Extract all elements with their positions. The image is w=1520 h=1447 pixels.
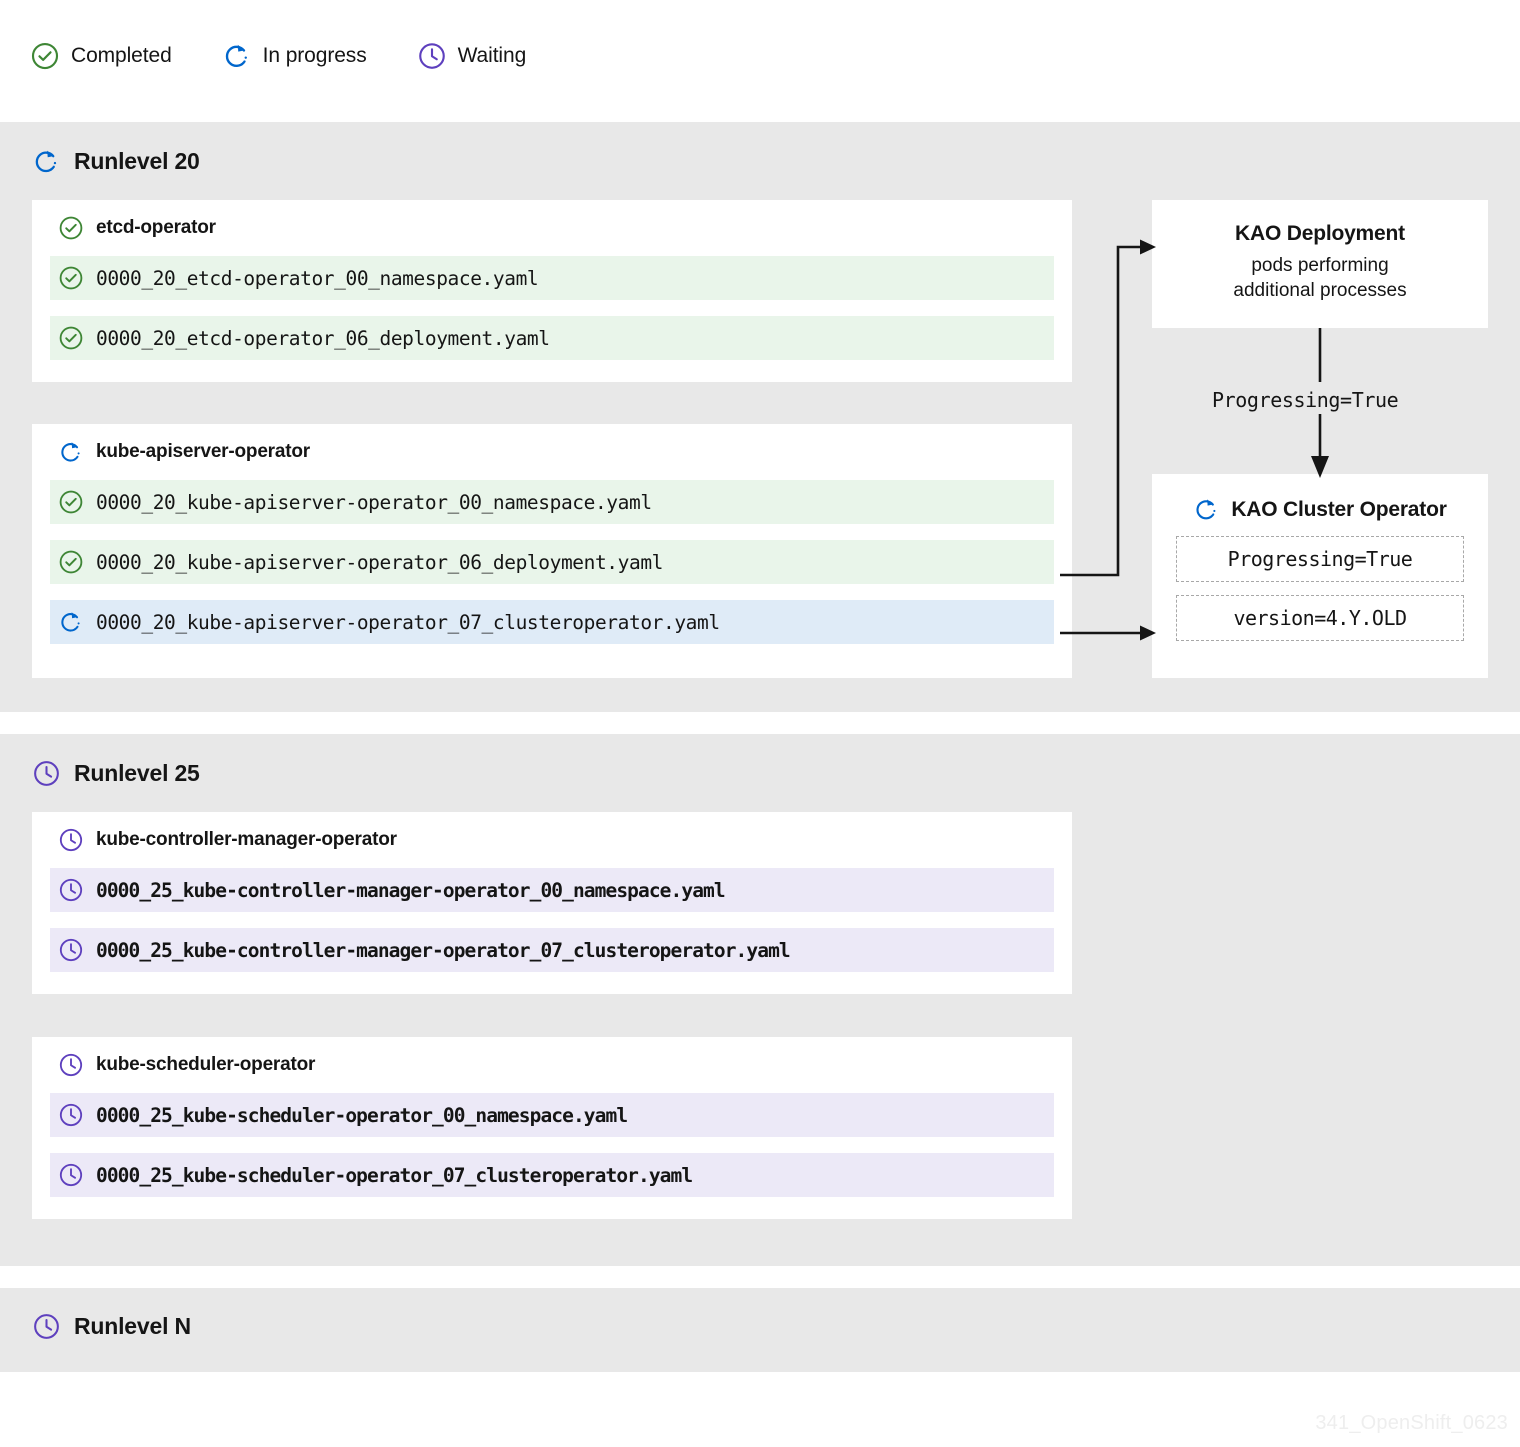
operator-header: etcd-operator	[32, 200, 1072, 256]
edge-label-progressing: Progressing=True	[1206, 386, 1405, 414]
clock-icon	[32, 759, 61, 788]
operator-card-kube-scheduler-operator: kube-scheduler-operator 0000_25_kube-sch…	[32, 1037, 1072, 1219]
kao-deployment-title: KAO Deployment	[1235, 222, 1405, 245]
yaml-file-name: 0000_20_kube-apiserver-operator_00_names…	[96, 490, 652, 514]
operator-name: kube-apiserver-operator	[96, 441, 310, 462]
section-header-runlevel-20: Runlevel 20	[32, 147, 200, 176]
clock-icon	[58, 877, 84, 903]
clock-icon	[417, 41, 447, 71]
clock-icon	[58, 937, 84, 963]
clock-icon	[58, 1162, 84, 1188]
section-runlevel-n: Runlevel N	[0, 1288, 1520, 1372]
clock-icon	[32, 1312, 61, 1341]
legend-item-waiting: Waiting	[417, 41, 527, 71]
yaml-file-name: 0000_25_kube-scheduler-operator_07_clust…	[96, 1163, 693, 1187]
section-title: Runlevel 25	[74, 760, 200, 786]
yaml-file-row[interactable]: 0000_20_etcd-operator_00_namespace.yaml	[50, 256, 1054, 300]
section-title: Runlevel N	[74, 1313, 191, 1339]
operator-card-kube-apiserver-operator: kube-apiserver-operator 0000_20_kube-api…	[32, 424, 1072, 678]
status-chip-version: version=4.Y.OLD	[1176, 595, 1464, 641]
operator-name: kube-scheduler-operator	[96, 1054, 316, 1075]
check-circle-icon	[58, 489, 84, 515]
legend: Completed In progress Wai	[30, 36, 526, 76]
yaml-file-name: 0000_20_etcd-operator_00_namespace.yaml	[96, 266, 539, 290]
kao-deployment-subtitle: pods performing additional processes	[1152, 253, 1488, 304]
kao-deployment-box: KAO Deployment pods performing additiona…	[1152, 200, 1488, 328]
kao-deployment-subtitle-line2: additional processes	[1233, 280, 1407, 302]
status-chip-progressing: Progressing=True	[1176, 536, 1464, 582]
legend-item-in-progress: In progress	[222, 41, 367, 71]
clock-icon	[58, 1102, 84, 1128]
operator-header: kube-scheduler-operator	[32, 1037, 1072, 1093]
yaml-file-row[interactable]: 0000_25_kube-scheduler-operator_00_names…	[50, 1093, 1054, 1137]
in-progress-icon	[58, 439, 84, 465]
section-runlevel-20: Runlevel 20 etcd-operator	[0, 122, 1520, 712]
yaml-file-row[interactable]: 0000_25_kube-controller-manager-operator…	[50, 928, 1054, 972]
operator-card-etcd-operator: etcd-operator 0000_20_etcd-operator_00_n…	[32, 200, 1072, 382]
yaml-file-row[interactable]: 0000_25_kube-scheduler-operator_07_clust…	[50, 1153, 1054, 1197]
yaml-file-name: 0000_25_kube-scheduler-operator_00_names…	[96, 1103, 628, 1127]
legend-label-waiting: Waiting	[457, 44, 527, 67]
kao-cluster-operator-header: KAO Cluster Operator	[1152, 474, 1488, 523]
section-header-runlevel-n: Runlevel N	[32, 1312, 191, 1341]
section-runlevel-25: Runlevel 25 kube-controller-manager-oper…	[0, 734, 1520, 1266]
yaml-file-name: 0000_25_kube-controller-manager-operator…	[96, 938, 791, 962]
legend-label-completed: Completed	[71, 44, 172, 67]
yaml-file-name: 0000_25_kube-controller-manager-operator…	[96, 878, 726, 902]
yaml-file-row[interactable]: 0000_25_kube-controller-manager-operator…	[50, 868, 1054, 912]
check-circle-icon	[58, 215, 84, 241]
yaml-file-row[interactable]: 0000_20_etcd-operator_06_deployment.yaml	[50, 316, 1054, 360]
check-circle-icon	[58, 549, 84, 575]
check-circle-icon	[58, 325, 84, 351]
kao-deployment-subtitle-line1: pods performing	[1251, 255, 1389, 276]
yaml-file-name: 0000_20_kube-apiserver-operator_07_clust…	[96, 610, 720, 634]
operator-card-kube-controller-manager-operator: kube-controller-manager-operator 0000_25…	[32, 812, 1072, 994]
watermark: 341_OpenShift_0623	[1315, 1412, 1508, 1434]
kao-cluster-operator-box: KAO Cluster Operator Progressing=True ve…	[1152, 474, 1488, 678]
operator-header: kube-apiserver-operator	[32, 424, 1072, 480]
check-circle-icon	[30, 41, 60, 71]
clock-icon	[58, 827, 84, 853]
in-progress-icon	[1193, 496, 1220, 523]
in-progress-icon	[58, 609, 84, 635]
yaml-file-name: 0000_20_kube-apiserver-operator_06_deplo…	[96, 550, 663, 574]
yaml-file-row[interactable]: 0000_20_kube-apiserver-operator_06_deplo…	[50, 540, 1054, 584]
kao-cluster-operator-title: KAO Cluster Operator	[1231, 497, 1447, 521]
yaml-file-name: 0000_20_etcd-operator_06_deployment.yaml	[96, 326, 550, 350]
operator-name: etcd-operator	[96, 217, 216, 238]
in-progress-icon	[32, 147, 61, 176]
operator-header: kube-controller-manager-operator	[32, 812, 1072, 868]
section-title: Runlevel 20	[74, 148, 200, 174]
legend-label-in-progress: In progress	[262, 44, 367, 67]
yaml-file-row[interactable]: 0000_20_kube-apiserver-operator_07_clust…	[50, 600, 1054, 644]
operator-name: kube-controller-manager-operator	[96, 829, 397, 850]
check-circle-icon	[58, 265, 84, 291]
in-progress-icon	[222, 41, 252, 71]
legend-item-completed: Completed	[30, 41, 172, 71]
yaml-file-row[interactable]: 0000_20_kube-apiserver-operator_00_names…	[50, 480, 1054, 524]
section-header-runlevel-25: Runlevel 25	[32, 759, 200, 788]
clock-icon	[58, 1052, 84, 1078]
